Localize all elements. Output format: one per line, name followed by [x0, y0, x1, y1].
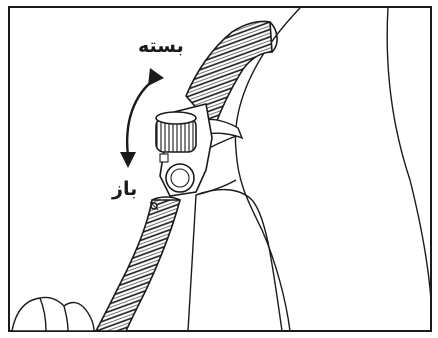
valve-port	[166, 164, 194, 192]
label-open: باز	[112, 180, 137, 199]
label-closed: بسته	[138, 37, 184, 56]
